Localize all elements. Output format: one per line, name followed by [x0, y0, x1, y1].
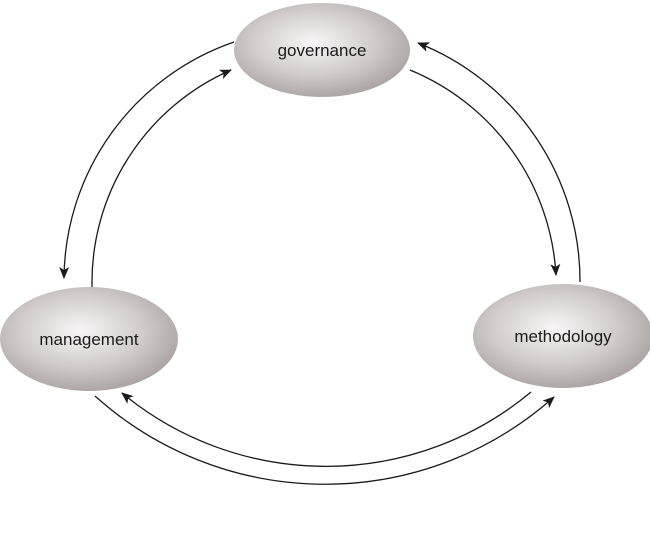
node-methodology-ellipse [473, 284, 650, 388]
node-management-label: management [39, 330, 139, 349]
node-methodology-label: methodology [514, 327, 612, 346]
node-governance-label: governance [278, 41, 367, 60]
node-governance-ellipse [234, 3, 410, 97]
arrow-methodology-to-management [121, 391, 532, 468]
arrow-governance-to-methodology [409, 69, 561, 276]
arrow-management-to-governance [91, 69, 232, 288]
arrow-methodology-to-governance [417, 42, 581, 283]
node-management: management [0, 287, 178, 391]
connectors [59, 41, 581, 485]
node-governance: governance [234, 3, 410, 97]
node-methodology: methodology [473, 284, 650, 388]
arrow-management-to-methodology [94, 395, 555, 485]
node-management-ellipse [0, 287, 178, 391]
arrow-governance-to-management [59, 41, 235, 279]
